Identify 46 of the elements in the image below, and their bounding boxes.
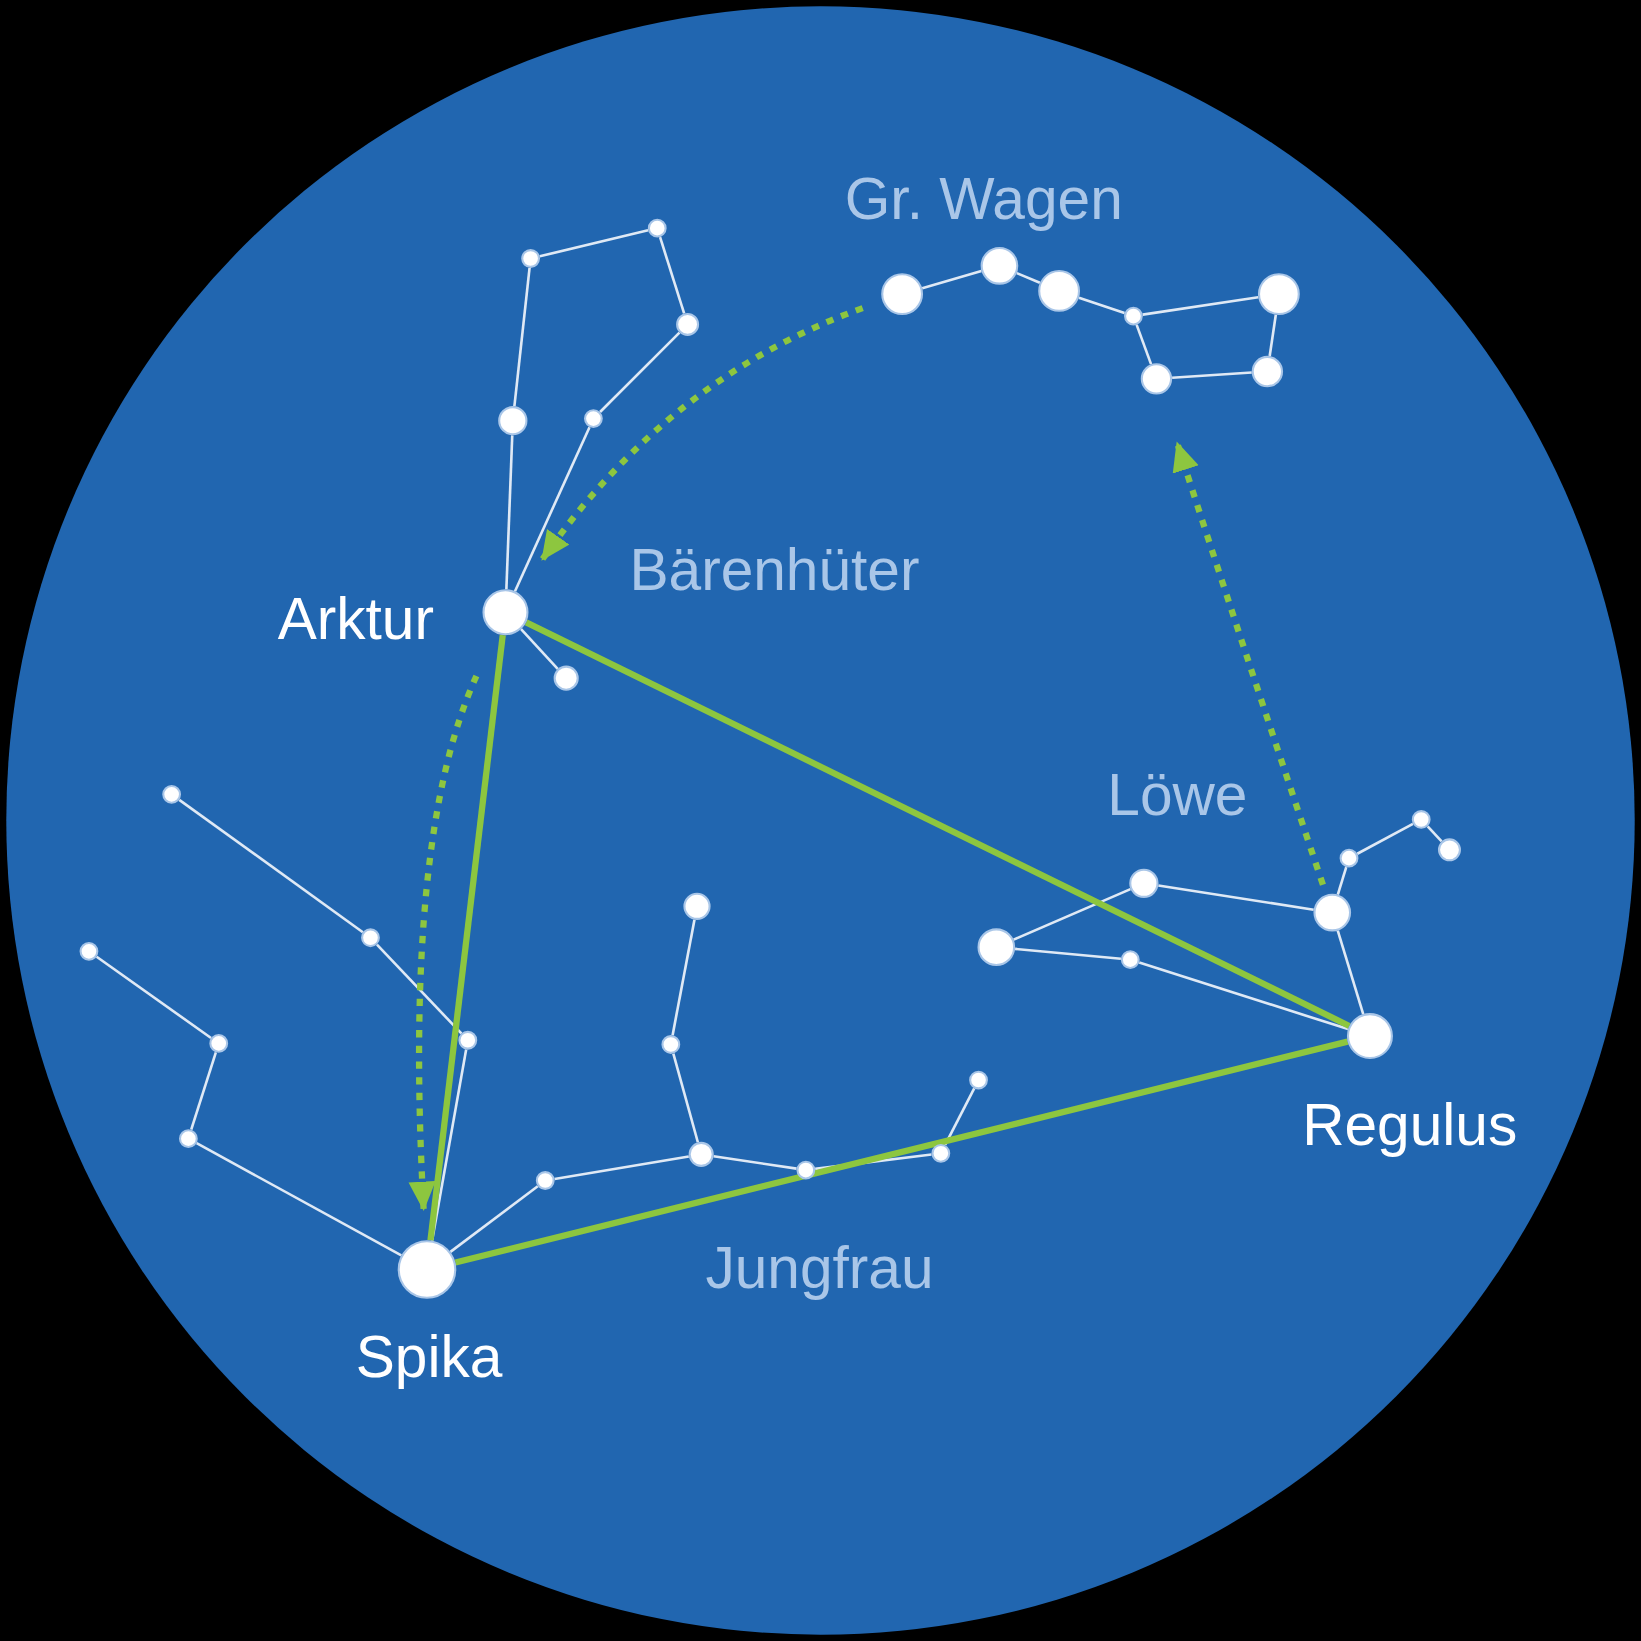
arrow	[408, 674, 480, 1211]
connecting-line	[1135, 324, 1153, 365]
connecting-line	[671, 919, 696, 1036]
connecting-line	[1014, 947, 1121, 961]
connecting-line	[1016, 271, 1041, 285]
connecting-line	[505, 435, 514, 590]
connecting-line	[713, 1154, 797, 1170]
connecting-line	[921, 269, 982, 290]
connecting-line	[1426, 825, 1443, 843]
connecting-line	[1356, 822, 1414, 855]
connecting-line	[1336, 866, 1348, 895]
constellation-name: Gr. Wagen	[844, 169, 1123, 229]
connecting-line	[196, 1142, 402, 1257]
connecting-line	[376, 943, 463, 1035]
connecting-line	[1336, 930, 1365, 1015]
arrow	[1172, 441, 1326, 886]
star-name: Arktur	[277, 590, 434, 649]
connecting-line	[95, 955, 212, 1040]
constellation-name: Jungfrau	[705, 1239, 934, 1298]
connecting-line	[1268, 314, 1278, 357]
connecting-line	[513, 267, 531, 407]
connecting-line	[554, 1155, 690, 1181]
connecting-line	[658, 236, 686, 314]
star-name: Regulus	[1302, 1095, 1518, 1155]
connecting-line	[599, 331, 681, 413]
connecting-line	[190, 1052, 218, 1131]
constellation-name: Bärenhüter	[629, 541, 920, 600]
connecting-line	[524, 619, 1351, 1029]
constellation-name: Löwe	[1107, 766, 1248, 825]
connecting-line	[1142, 295, 1259, 316]
connecting-line	[1138, 961, 1349, 1031]
connecting-line	[178, 798, 364, 934]
connecting-line	[1172, 371, 1252, 380]
connecting-line	[427, 634, 506, 1241]
connecting-line	[449, 1185, 539, 1253]
connecting-line	[944, 1087, 976, 1146]
connecting-line	[1078, 296, 1125, 315]
connecting-line	[513, 426, 591, 592]
arrow	[540, 305, 864, 561]
connecting-line	[520, 628, 559, 670]
connecting-line	[539, 229, 649, 258]
connecting-line	[1013, 887, 1131, 941]
connecting-line	[454, 1038, 1349, 1266]
connecting-line	[672, 1053, 700, 1143]
star-name: Spika	[355, 1328, 503, 1387]
connecting-line	[1158, 884, 1314, 911]
